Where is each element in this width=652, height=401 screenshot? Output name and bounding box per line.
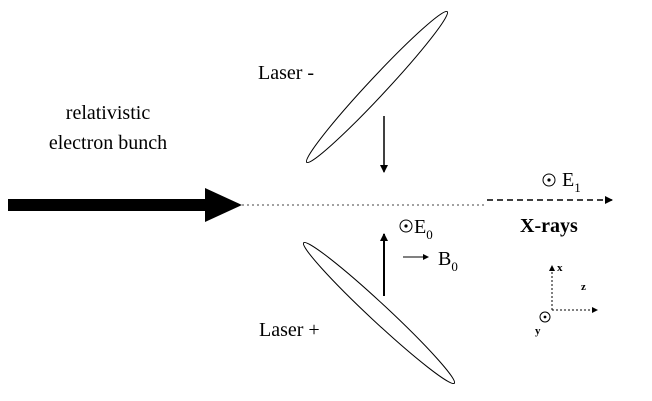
laser-plus-label: Laser +: [259, 319, 320, 341]
axis-y-icon: [539, 311, 551, 323]
electron-bunch-label-line1: relativistic: [66, 102, 151, 124]
e0-label-sub: 0: [426, 227, 433, 242]
e0-label: E0: [414, 216, 433, 242]
laser-minus-pulse: [305, 10, 449, 164]
axis-x-label: x: [557, 262, 563, 274]
b0-label-main: B: [438, 248, 451, 270]
b0-label: B0: [438, 248, 458, 274]
e0-out-of-page-icon: [399, 219, 413, 233]
electron-bunch-label-line2: electron bunch: [49, 132, 167, 154]
e1-out-of-page-icon: [542, 173, 556, 187]
xrays-label: X-rays: [520, 215, 578, 237]
electron-bunch-arrow: [8, 188, 242, 222]
e1-label-main: E: [562, 169, 574, 191]
e1-label: E1: [562, 169, 581, 195]
laser-plus-pulse: [302, 241, 456, 385]
e0-label-main: E: [414, 216, 426, 238]
axis-y-label: y: [535, 325, 541, 337]
coordinate-axes: [539, 265, 598, 323]
e1-label-sub: 1: [574, 180, 581, 195]
b0-label-sub: 0: [451, 259, 458, 274]
axis-z-label: z: [581, 281, 586, 293]
laser-minus-label: Laser -: [258, 62, 314, 84]
